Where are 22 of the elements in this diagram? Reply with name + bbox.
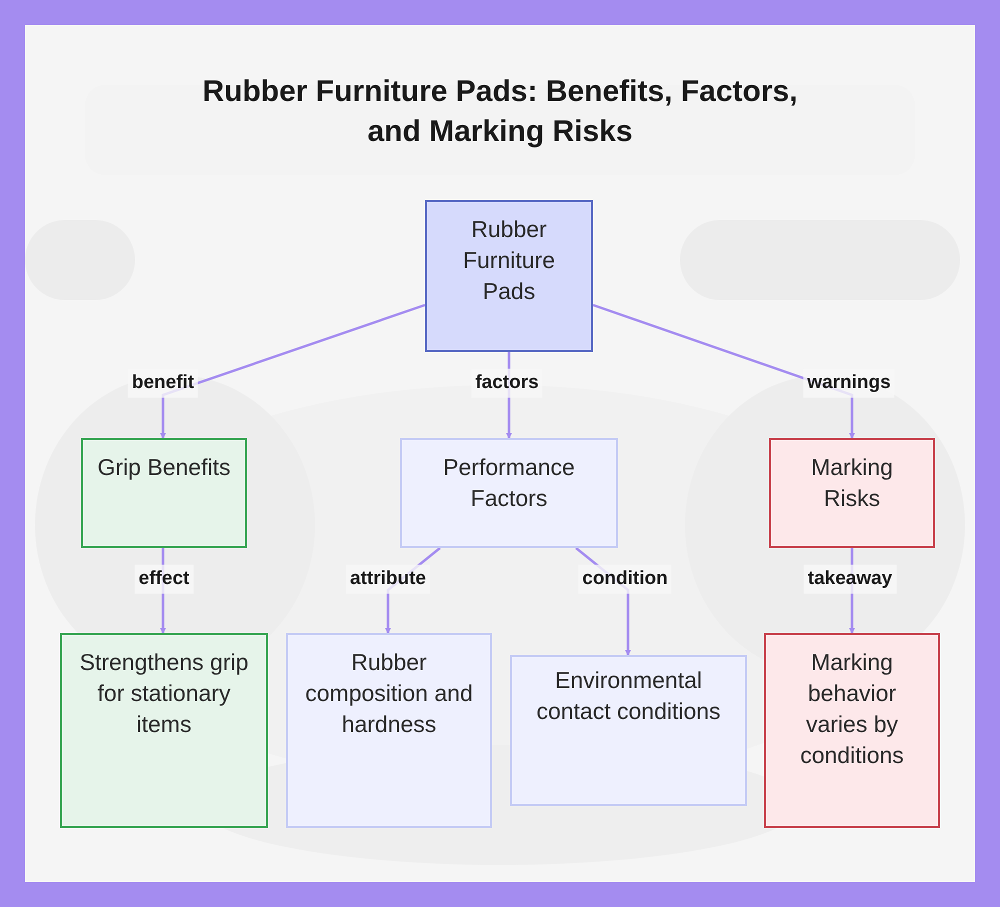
- diagram-title: Rubber Furniture Pads: Benefits, Factors, and Marking Risks: [201, 74, 799, 150]
- node-text: Rubber Furniture Pads: [462, 215, 556, 306]
- concept-box: [769, 438, 935, 548]
- concept-box: [425, 200, 593, 352]
- edge-label: takeaway: [804, 564, 896, 594]
- concept-box: [510, 655, 747, 806]
- node-text: Strengthens grip for stationary items: [78, 648, 250, 739]
- node-text: Environmental contact conditions: [535, 666, 722, 726]
- node-text: Marking behavior varies by conditions: [799, 648, 905, 770]
- concept-box: [286, 633, 492, 828]
- node-text: Marking Risks: [810, 453, 894, 513]
- concept-box: [764, 633, 940, 828]
- edge-label: effect: [134, 564, 194, 594]
- concept-box: [400, 438, 618, 548]
- edge-label: attribute: [346, 564, 430, 594]
- node-text: Grip Benefits: [98, 453, 230, 482]
- edge-label: factors: [471, 368, 543, 398]
- concept-box: [81, 438, 247, 548]
- node-text: Performance Factors: [442, 453, 576, 513]
- concept-box: [60, 633, 268, 828]
- edge-label: condition: [578, 564, 672, 594]
- node-text: Rubber composition and hardness: [304, 648, 474, 739]
